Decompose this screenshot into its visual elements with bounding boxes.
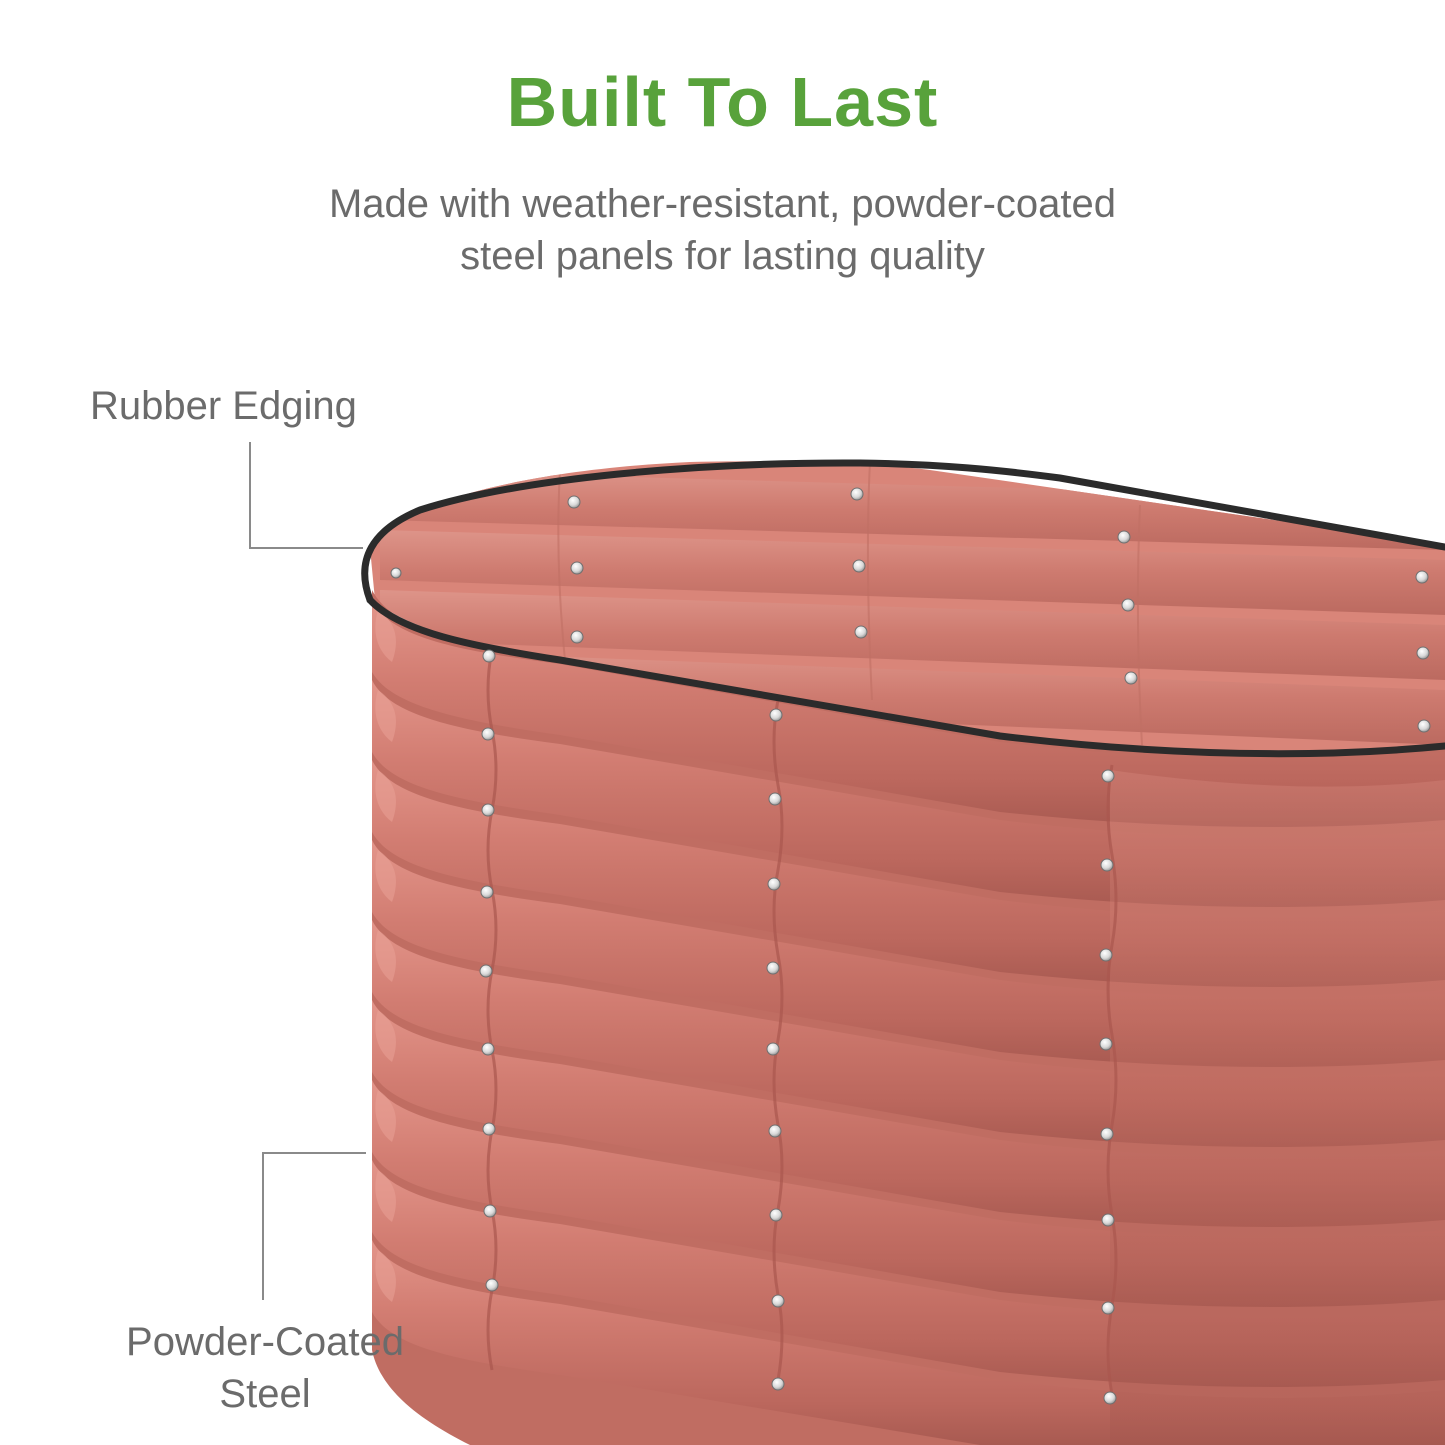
product-description: Made with weather-resistant, powder-coat… xyxy=(0,178,1445,282)
bolt-icon xyxy=(390,487,1431,1405)
rubber-edging-leader-vertical xyxy=(249,442,251,548)
callout-steel-line-2: Steel xyxy=(219,1372,311,1416)
description-line-2: steel panels for lasting quality xyxy=(460,234,985,278)
steel-leader-vertical xyxy=(262,1152,264,1300)
bed-front-panel xyxy=(372,590,1445,1445)
description-line-1: Made with weather-resistant, powder-coat… xyxy=(328,182,1117,226)
callout-steel-line-1: Powder-Coated xyxy=(126,1320,404,1364)
page-title: Built To Last xyxy=(506,63,939,141)
callout-powder-coated-steel: Powder-Coated Steel xyxy=(60,1316,470,1420)
callout-rubber-edging: Rubber Edging xyxy=(90,384,357,428)
rubber-edging-leader-horizontal xyxy=(249,547,363,549)
rubber-edging xyxy=(361,459,1445,604)
steel-leader-horizontal xyxy=(262,1152,366,1154)
